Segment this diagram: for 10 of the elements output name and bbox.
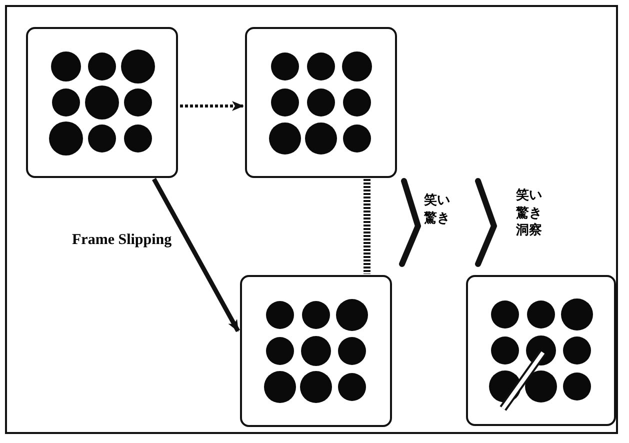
stage-label: 笑い驚き [424,192,450,228]
ball-grid-panel [26,27,178,178]
stage-label: 笑い驚き洞察 [516,187,542,240]
ball-grid-panel [240,275,392,427]
connector-line [364,179,370,274]
edge-label: Frame Slipping [70,232,174,249]
arrow [180,101,244,111]
arrow [152,178,240,332]
ball-grid-panel [466,275,616,426]
ball-grid-panel [245,27,397,178]
